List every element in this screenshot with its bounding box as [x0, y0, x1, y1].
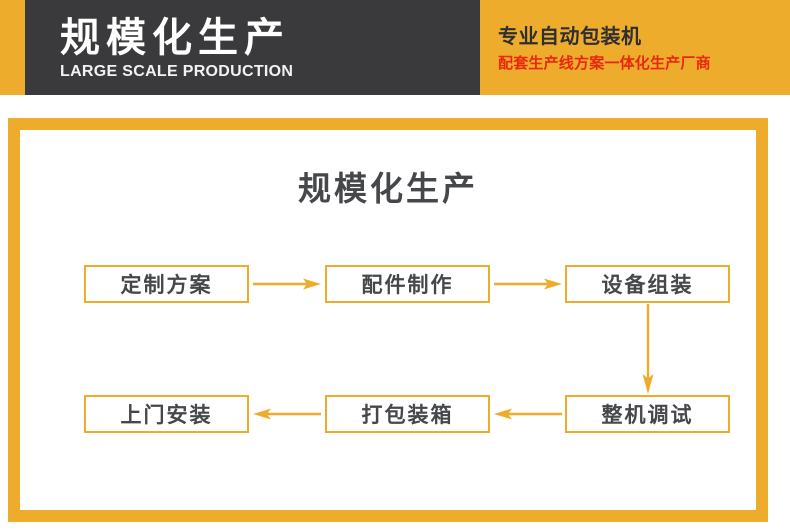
flow-node-equipment-assembly: 设备组装 [565, 265, 730, 303]
flow-node-packing-crating: 打包装箱 [325, 395, 490, 433]
flow-node-onsite-installation: 上门安装 [84, 395, 249, 433]
arrow-right-icon [494, 276, 562, 292]
banner-tagline-panel: 专业自动包装机 配套生产线方案一体化生产厂商 [480, 0, 790, 95]
header-banner: 规模化生产 LARGE SCALE PRODUCTION 专业自动包装机 配套生… [0, 0, 790, 95]
tagline-secondary: 配套生产线方案一体化生产厂商 [498, 55, 711, 72]
brand-title-cn: 规模化生产 [60, 16, 290, 60]
arrow-right-icon [253, 276, 321, 292]
page-title: 规模化生产 [298, 170, 478, 207]
banner-brand-panel: 规模化生产 LARGE SCALE PRODUCTION [25, 0, 480, 95]
arrow-left-icon [253, 406, 321, 422]
arrow-down-icon [640, 304, 656, 394]
flow-node-machine-debugging: 整机调试 [565, 395, 730, 433]
tagline-primary: 专业自动包装机 [498, 26, 642, 48]
flow-node-custom-plan: 定制方案 [84, 265, 249, 303]
flow-node-parts-fabrication: 配件制作 [325, 265, 490, 303]
content-frame: 规模化生产 定制方案 配件制作 设备组装 整机调试 打包装箱 上门安装 [8, 118, 768, 522]
banner-left-accent-strip [0, 0, 25, 95]
flow-diagram-area: 规模化生产 定制方案 配件制作 设备组装 整机调试 打包装箱 上门安装 [20, 130, 756, 510]
arrow-left-icon [494, 406, 562, 422]
brand-title-en: LARGE SCALE PRODUCTION [60, 63, 294, 80]
